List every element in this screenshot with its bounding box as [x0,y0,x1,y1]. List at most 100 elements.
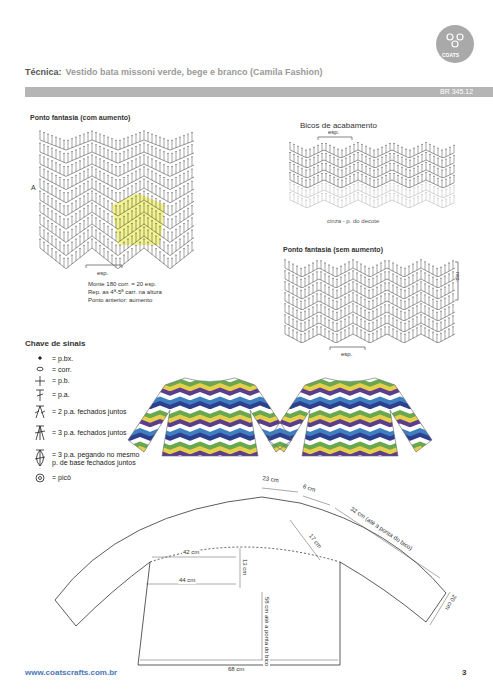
chart-stitches [39,167,193,189]
chart-stitches [39,215,193,241]
label: 13 cm [241,558,248,576]
dress-stripe [260,449,440,453]
drawing-stroke [86,265,122,268]
dress-stripe [120,417,300,421]
legend-entry: = 2 p.a. fechados juntos [52,408,144,416]
dress-stripe [260,413,440,417]
label: Ponto anterior: aumento [88,297,152,304]
drawing-stroke [39,357,42,360]
chart-row [40,152,194,163]
dress-stripe [260,395,440,399]
drawing-stroke [318,137,352,140]
dress-stripe [120,449,300,453]
crochet-charts [39,131,455,342]
drawing-stroke [335,508,440,578]
dress-stripe [120,386,300,390]
drawing-stroke [447,34,453,40]
dress-stripe [120,404,300,408]
dress-stripe [260,453,440,457]
label: rep. [454,272,461,282]
dress-stripe [260,404,440,408]
chart-stitches [39,131,193,149]
dress-stripe [120,377,300,381]
label: Técnica: [25,68,62,78]
dress-stripe [120,390,300,394]
label: 42 cm [182,549,200,556]
drawing-stroke [152,557,236,558]
dress-stripe [120,426,300,430]
legend-entry: = p.a. [52,391,144,399]
dress-stripe [260,399,440,403]
chart-stitches [39,155,193,175]
page-title: Vestido bata missoni verde, bege e branc… [66,68,323,78]
label: A [30,184,37,192]
header-bar [25,87,493,97]
chart-stitches [39,179,193,202]
drawing-stroke [37,367,43,371]
dress-stripe [260,422,440,426]
drawing-stroke [35,376,45,386]
drawing-stroke [128,378,292,456]
chart-row [290,200,454,208]
chart-row [290,150,454,158]
drawing-stroke [35,450,45,466]
dress-stripe [260,458,440,462]
label: 3 [462,669,466,678]
chart-stitches [284,304,454,321]
chart-stitches [284,260,454,277]
legend-entry: = corr. [52,366,144,374]
label: 23 cm [261,475,280,484]
dress-stripe [120,399,300,403]
dress-stripe [120,413,300,417]
label: Ponto fantasia (com aumento) [30,114,130,122]
drawing-stroke [36,474,44,482]
label: 44 cm [178,577,196,584]
drawing-stroke [303,496,330,505]
drawing-stroke [268,378,432,456]
label: www.coatscrafts.com.br [25,669,117,678]
chart-row [40,224,194,242]
chart-row [40,164,194,176]
dress-stripe [260,386,440,390]
drawing-stroke [330,347,365,350]
label: Rep. as 4ª-5ª carr. na altura [88,289,162,296]
chart-stitches [284,315,454,332]
chart-stitches [284,271,454,288]
chart-stitches [284,326,454,343]
drawing-stroke [55,497,446,665]
chart-row [40,200,194,216]
drawing-stroke [262,592,263,660]
garment-schematic [55,497,446,665]
label: Monte 180 corr. = 20 esp. [88,281,156,288]
chart-stitches [39,203,193,228]
chart-row [290,170,454,178]
label: BR 345.12 [440,88,473,96]
legend-symbols [35,357,45,482]
label: esp. [328,129,339,136]
label: 58 cm até a ponta do bico [263,596,270,667]
dress-stripe [120,453,300,457]
chart-row [290,180,454,188]
dress-stripe [260,440,440,444]
chart-row [40,176,194,190]
drawing-stroke [140,660,338,661]
label: Chave de sinais [25,340,85,349]
legend-entry: = 3 p.a. pegando no mesmo p. de base fec… [52,451,144,466]
label: Ponto fantasia (sem aumento) [283,246,383,254]
logo-circle [436,25,474,63]
label: COATS [442,53,459,59]
label: esp. [97,270,108,277]
drawing-stroke [35,426,45,440]
chart-stitches [39,239,193,267]
drawing-stroke [452,41,458,47]
legend-entry: = p.b. [52,377,144,385]
chart-stitches [39,191,193,215]
label: 17 cm [307,532,323,551]
label: cinza - p. do decote [327,218,379,225]
dress-stripe [120,422,300,426]
drawing-stroke [35,406,45,418]
chart-row [40,212,194,229]
dress-stripe [120,372,300,376]
dress-stripes [120,372,300,462]
